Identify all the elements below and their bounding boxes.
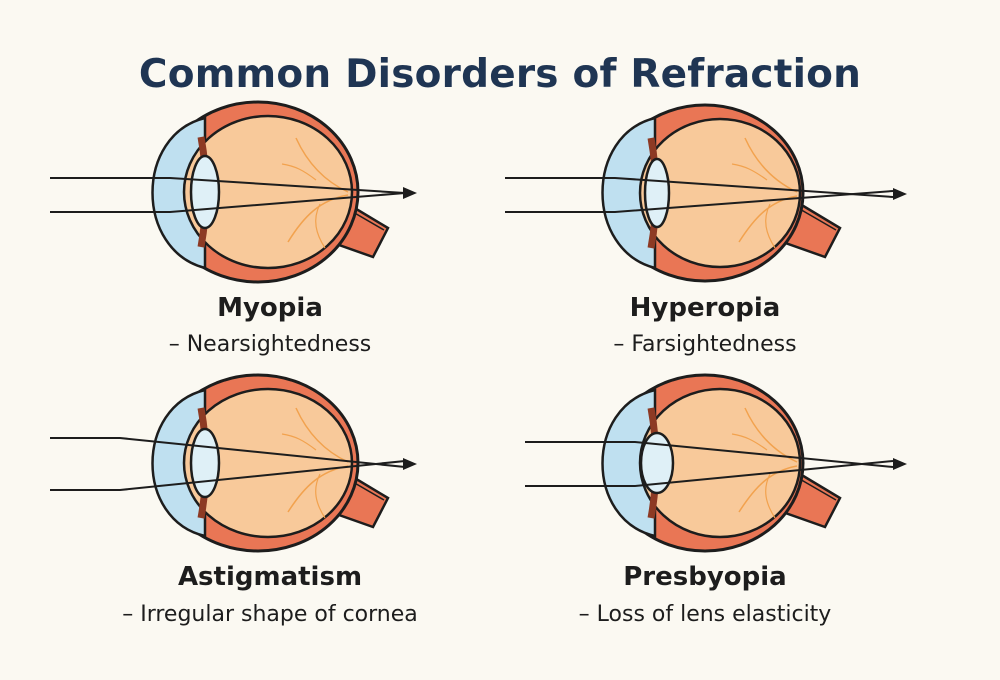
ray-arrowhead xyxy=(403,187,417,199)
condition-name: Presbyopia xyxy=(623,562,787,592)
light-ray-upper xyxy=(505,177,894,198)
eye-diagram-hyperopia xyxy=(505,103,907,283)
eye-icon xyxy=(151,100,390,284)
light-ray-upper xyxy=(50,177,406,194)
condition-description: – Loss of lens elasticity xyxy=(578,602,832,627)
light-rays xyxy=(50,177,417,213)
panel-presbyopia: Presbyopia – Loss of lens elasticity xyxy=(455,370,955,680)
light-rays xyxy=(505,177,907,213)
condition-name: Myopia xyxy=(217,293,323,323)
eye-icon xyxy=(601,103,842,283)
condition-name: Hyperopia xyxy=(629,293,781,323)
page-title: Common Disorders of Refraction xyxy=(138,52,862,98)
light-rays xyxy=(525,441,907,487)
light-ray-lower xyxy=(50,460,406,491)
condition-description: – Irregular shape of cornea xyxy=(122,602,418,627)
eye-diagram-presbyopia xyxy=(525,373,907,553)
panel-astigmatism: Astigmatism – Irregular shape of cornea xyxy=(20,370,520,680)
light-ray-lower xyxy=(525,460,894,487)
condition-name: Astigmatism xyxy=(177,562,363,592)
ray-arrowhead xyxy=(403,458,417,470)
light-ray-upper xyxy=(50,437,406,468)
ray-arrowhead xyxy=(893,458,907,470)
ray-arrowhead xyxy=(893,188,907,200)
panel-hyperopia: Hyperopia – Farsightedness xyxy=(455,100,955,410)
condition-description: – Nearsightedness xyxy=(168,332,372,357)
light-rays xyxy=(50,437,417,491)
eye-icon xyxy=(151,373,390,553)
condition-description: – Farsightedness xyxy=(613,332,797,357)
light-ray-upper xyxy=(525,441,894,468)
eye-diagram-astigmatism xyxy=(50,373,417,553)
light-ray-lower xyxy=(505,190,894,213)
light-ray-lower xyxy=(50,192,406,213)
eye-icon xyxy=(601,373,842,553)
panel-myopia: Myopia – Nearsightedness xyxy=(20,100,520,410)
eye-diagram-myopia xyxy=(50,100,417,284)
